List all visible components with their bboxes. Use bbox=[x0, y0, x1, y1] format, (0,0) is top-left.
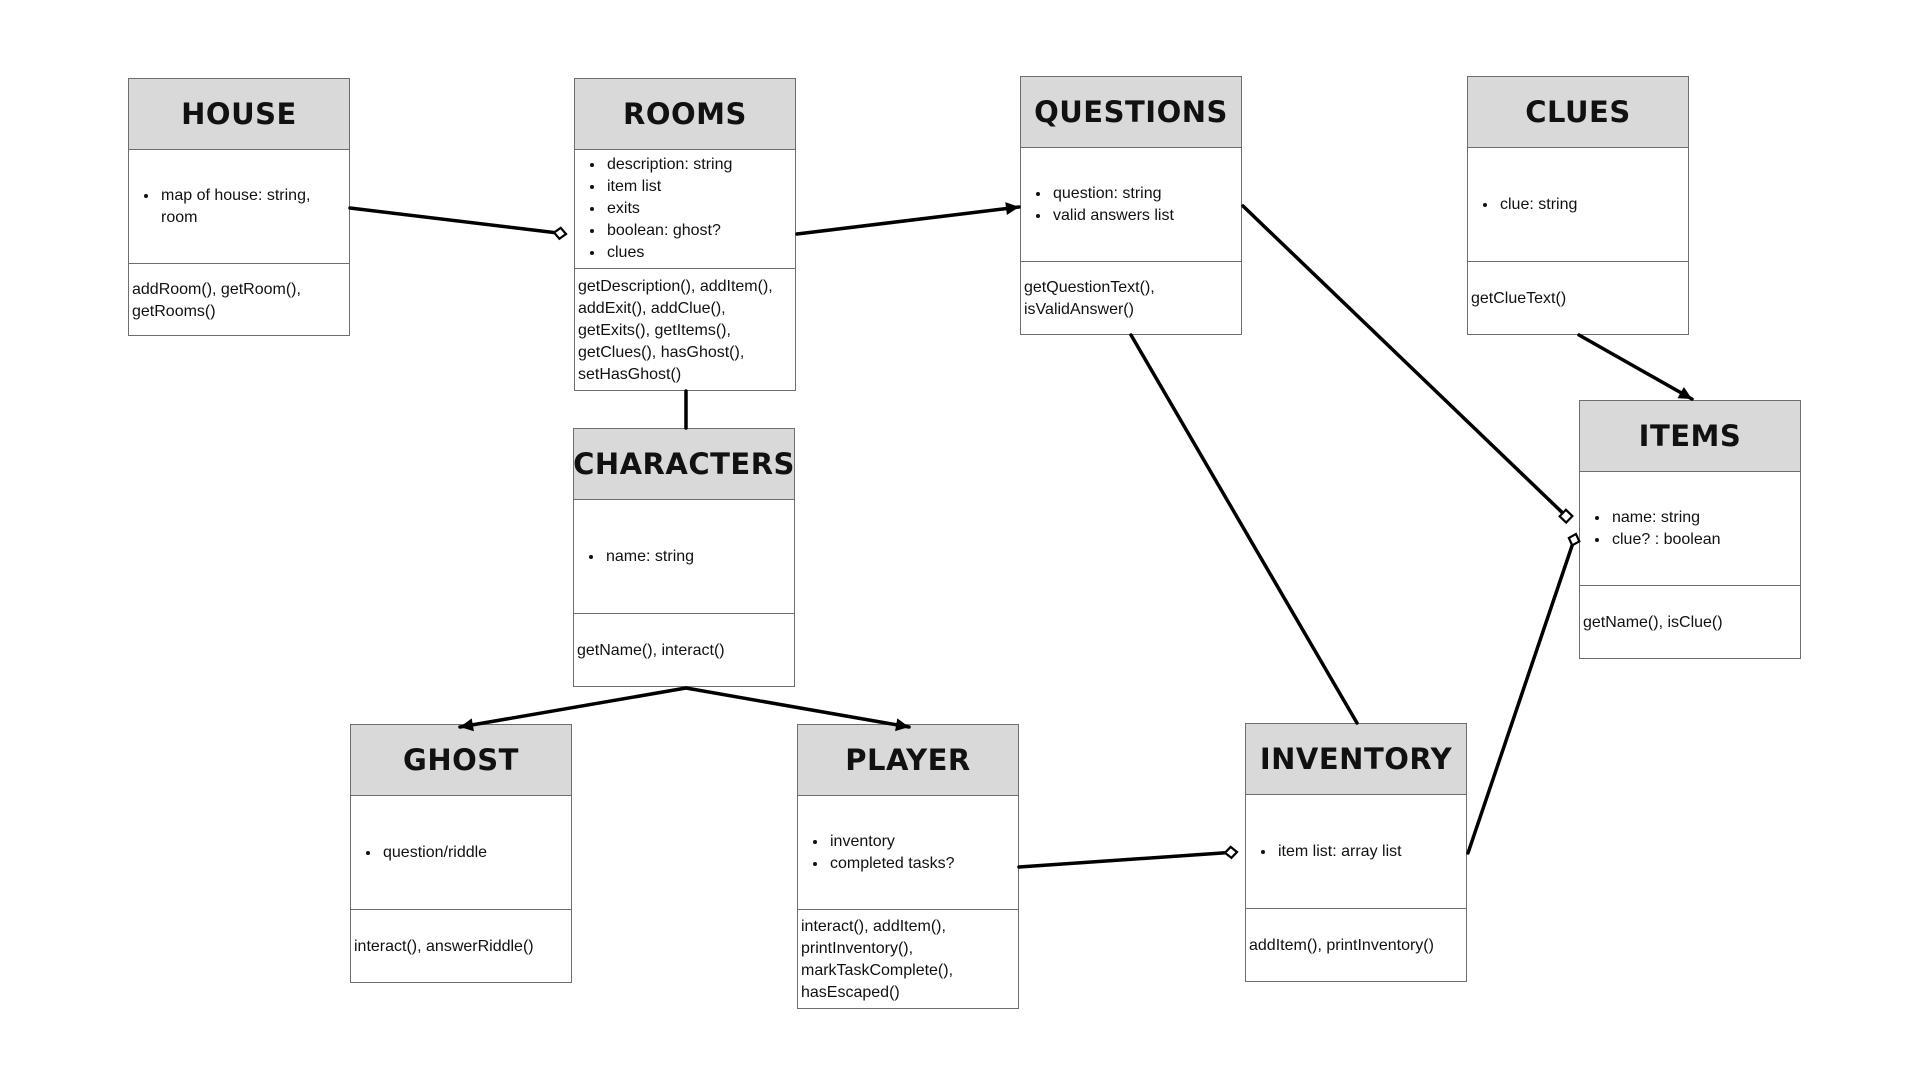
class-header: ITEMS bbox=[1580, 401, 1800, 472]
connector-house-rooms bbox=[348, 206, 568, 241]
class-attributes: name: string bbox=[574, 500, 794, 614]
class-attributes: item list: array list bbox=[1246, 795, 1466, 909]
class-attributes: description: string item list exits bool… bbox=[575, 150, 795, 269]
class-attributes: question: string valid answers list bbox=[1021, 148, 1241, 262]
method-line: addExit(), addClue(), bbox=[578, 299, 726, 317]
method-line: interact(), answerRiddle() bbox=[354, 938, 534, 955]
connector-player-inventory bbox=[1017, 845, 1239, 869]
method-line: hasEscaped() bbox=[801, 984, 900, 1001]
attribute-item: question/riddle bbox=[381, 842, 487, 864]
attribute-item: description: string bbox=[605, 154, 732, 176]
class-methods: getName(), isClue() bbox=[1580, 586, 1800, 658]
class-title: GHOST bbox=[403, 743, 519, 777]
class-header: ROOMS bbox=[575, 79, 795, 150]
class-items[interactable]: ITEMS name: string clue? : boolean getNa… bbox=[1579, 400, 1801, 659]
class-attributes: map of house: string, room bbox=[129, 150, 349, 264]
class-methods: interact(), addItem(), printInventory(),… bbox=[798, 910, 1018, 1008]
class-attributes: name: string clue? : boolean bbox=[1580, 472, 1800, 586]
attribute-item: clue: string bbox=[1498, 194, 1577, 216]
class-methods: getDescription(), addItem(), addExit(), … bbox=[575, 269, 795, 390]
attribute-list: question/riddle bbox=[351, 842, 487, 864]
method-line: markTaskComplete(), bbox=[801, 962, 954, 979]
method-line: getDescription(), addItem(), bbox=[578, 277, 773, 295]
class-clues[interactable]: CLUES clue: string getClueText() bbox=[1467, 76, 1689, 335]
method-line: getName(), isClue() bbox=[1583, 614, 1723, 631]
class-house[interactable]: HOUSE map of house: string, room addRoom… bbox=[128, 78, 350, 336]
class-player[interactable]: PLAYER inventory completed tasks? intera… bbox=[797, 724, 1019, 1009]
attribute-item: item list: array list bbox=[1276, 841, 1402, 863]
attribute-item: clues bbox=[605, 242, 732, 264]
attribute-item: valid answers list bbox=[1051, 205, 1174, 227]
class-characters[interactable]: CHARACTERS name: string getName(), inter… bbox=[573, 428, 795, 687]
class-header: CHARACTERS bbox=[573, 429, 795, 500]
attribute-list: item list: array list bbox=[1246, 841, 1402, 863]
class-header: GHOST bbox=[351, 725, 571, 796]
method-line: getExits(), getItems(), bbox=[578, 321, 731, 339]
class-header: QUESTIONS bbox=[1021, 77, 1241, 148]
method-line: setHasGhost() bbox=[578, 365, 682, 383]
method-line: getQuestionText(), bbox=[1024, 279, 1155, 296]
connector-questions-inventory bbox=[1129, 333, 1359, 725]
class-title: HOUSE bbox=[181, 97, 297, 131]
class-header: HOUSE bbox=[129, 79, 349, 150]
class-rooms[interactable]: ROOMS description: string item list exit… bbox=[574, 78, 796, 391]
class-methods: addRoom(), getRoom(), getRooms() bbox=[129, 264, 349, 335]
class-attributes: clue: string bbox=[1468, 148, 1688, 262]
attribute-item: boolean: ghost? bbox=[605, 220, 732, 242]
attribute-item: name: string bbox=[1610, 507, 1721, 529]
class-methods: getName(), interact() bbox=[574, 614, 794, 686]
class-title: CLUES bbox=[1525, 95, 1631, 129]
attribute-list: name: string bbox=[574, 546, 694, 568]
class-header: INVENTORY bbox=[1246, 724, 1466, 795]
class-methods: interact(), answerRiddle() bbox=[351, 910, 571, 982]
attribute-list: description: string item list exits bool… bbox=[575, 154, 732, 264]
class-attributes: inventory completed tasks? bbox=[798, 796, 1018, 910]
class-title: INVENTORY bbox=[1259, 742, 1453, 776]
method-line: printInventory(), bbox=[801, 940, 914, 957]
attribute-item: clue? : boolean bbox=[1610, 529, 1721, 551]
method-line: getClueText() bbox=[1471, 290, 1567, 307]
class-title: CHARACTERS bbox=[573, 447, 795, 481]
class-inventory[interactable]: INVENTORY item list: array list addItem(… bbox=[1245, 723, 1467, 982]
method-line: getClues(), hasGhost(), bbox=[578, 343, 745, 361]
attribute-list: map of house: string, room bbox=[129, 185, 341, 229]
method-line: addRoom(), getRoom(), bbox=[132, 280, 301, 298]
attribute-list: name: string clue? : boolean bbox=[1580, 507, 1721, 551]
class-title: PLAYER bbox=[845, 743, 971, 777]
class-title: ITEMS bbox=[1638, 419, 1742, 453]
attribute-list: clue: string bbox=[1468, 194, 1577, 216]
method-line: getName(), interact() bbox=[577, 642, 725, 659]
connector-inventory-items bbox=[1466, 532, 1581, 855]
attribute-list: inventory completed tasks? bbox=[798, 831, 955, 875]
class-title: QUESTIONS bbox=[1034, 95, 1228, 129]
class-attributes: question/riddle bbox=[351, 796, 571, 910]
attribute-item: map of house: string, room bbox=[159, 185, 341, 229]
connector-clues-items bbox=[1577, 333, 1694, 401]
attribute-item: item list bbox=[605, 176, 732, 198]
class-ghost[interactable]: GHOST question/riddle interact(), answer… bbox=[350, 724, 572, 983]
class-methods: addItem(), printInventory() bbox=[1246, 909, 1466, 981]
attribute-item: question: string bbox=[1051, 183, 1174, 205]
method-line: addItem(), printInventory() bbox=[1249, 937, 1434, 954]
attribute-item: name: string bbox=[604, 546, 694, 568]
connector-rooms-questions bbox=[795, 202, 1021, 236]
class-header: CLUES bbox=[1468, 77, 1688, 148]
attribute-item: inventory bbox=[828, 831, 955, 853]
attribute-item: exits bbox=[605, 198, 732, 220]
class-methods: getQuestionText(), isValidAnswer() bbox=[1021, 262, 1241, 334]
class-questions[interactable]: QUESTIONS question: string valid answers… bbox=[1020, 76, 1242, 335]
class-header: PLAYER bbox=[798, 725, 1018, 796]
attribute-item: completed tasks? bbox=[828, 853, 955, 875]
attribute-list: question: string valid answers list bbox=[1021, 183, 1174, 227]
method-line: getRooms() bbox=[132, 302, 216, 320]
method-line: isValidAnswer() bbox=[1024, 301, 1134, 318]
method-line: interact(), addItem(), bbox=[801, 918, 946, 935]
class-title: ROOMS bbox=[623, 97, 747, 131]
class-methods: getClueText() bbox=[1468, 262, 1688, 334]
